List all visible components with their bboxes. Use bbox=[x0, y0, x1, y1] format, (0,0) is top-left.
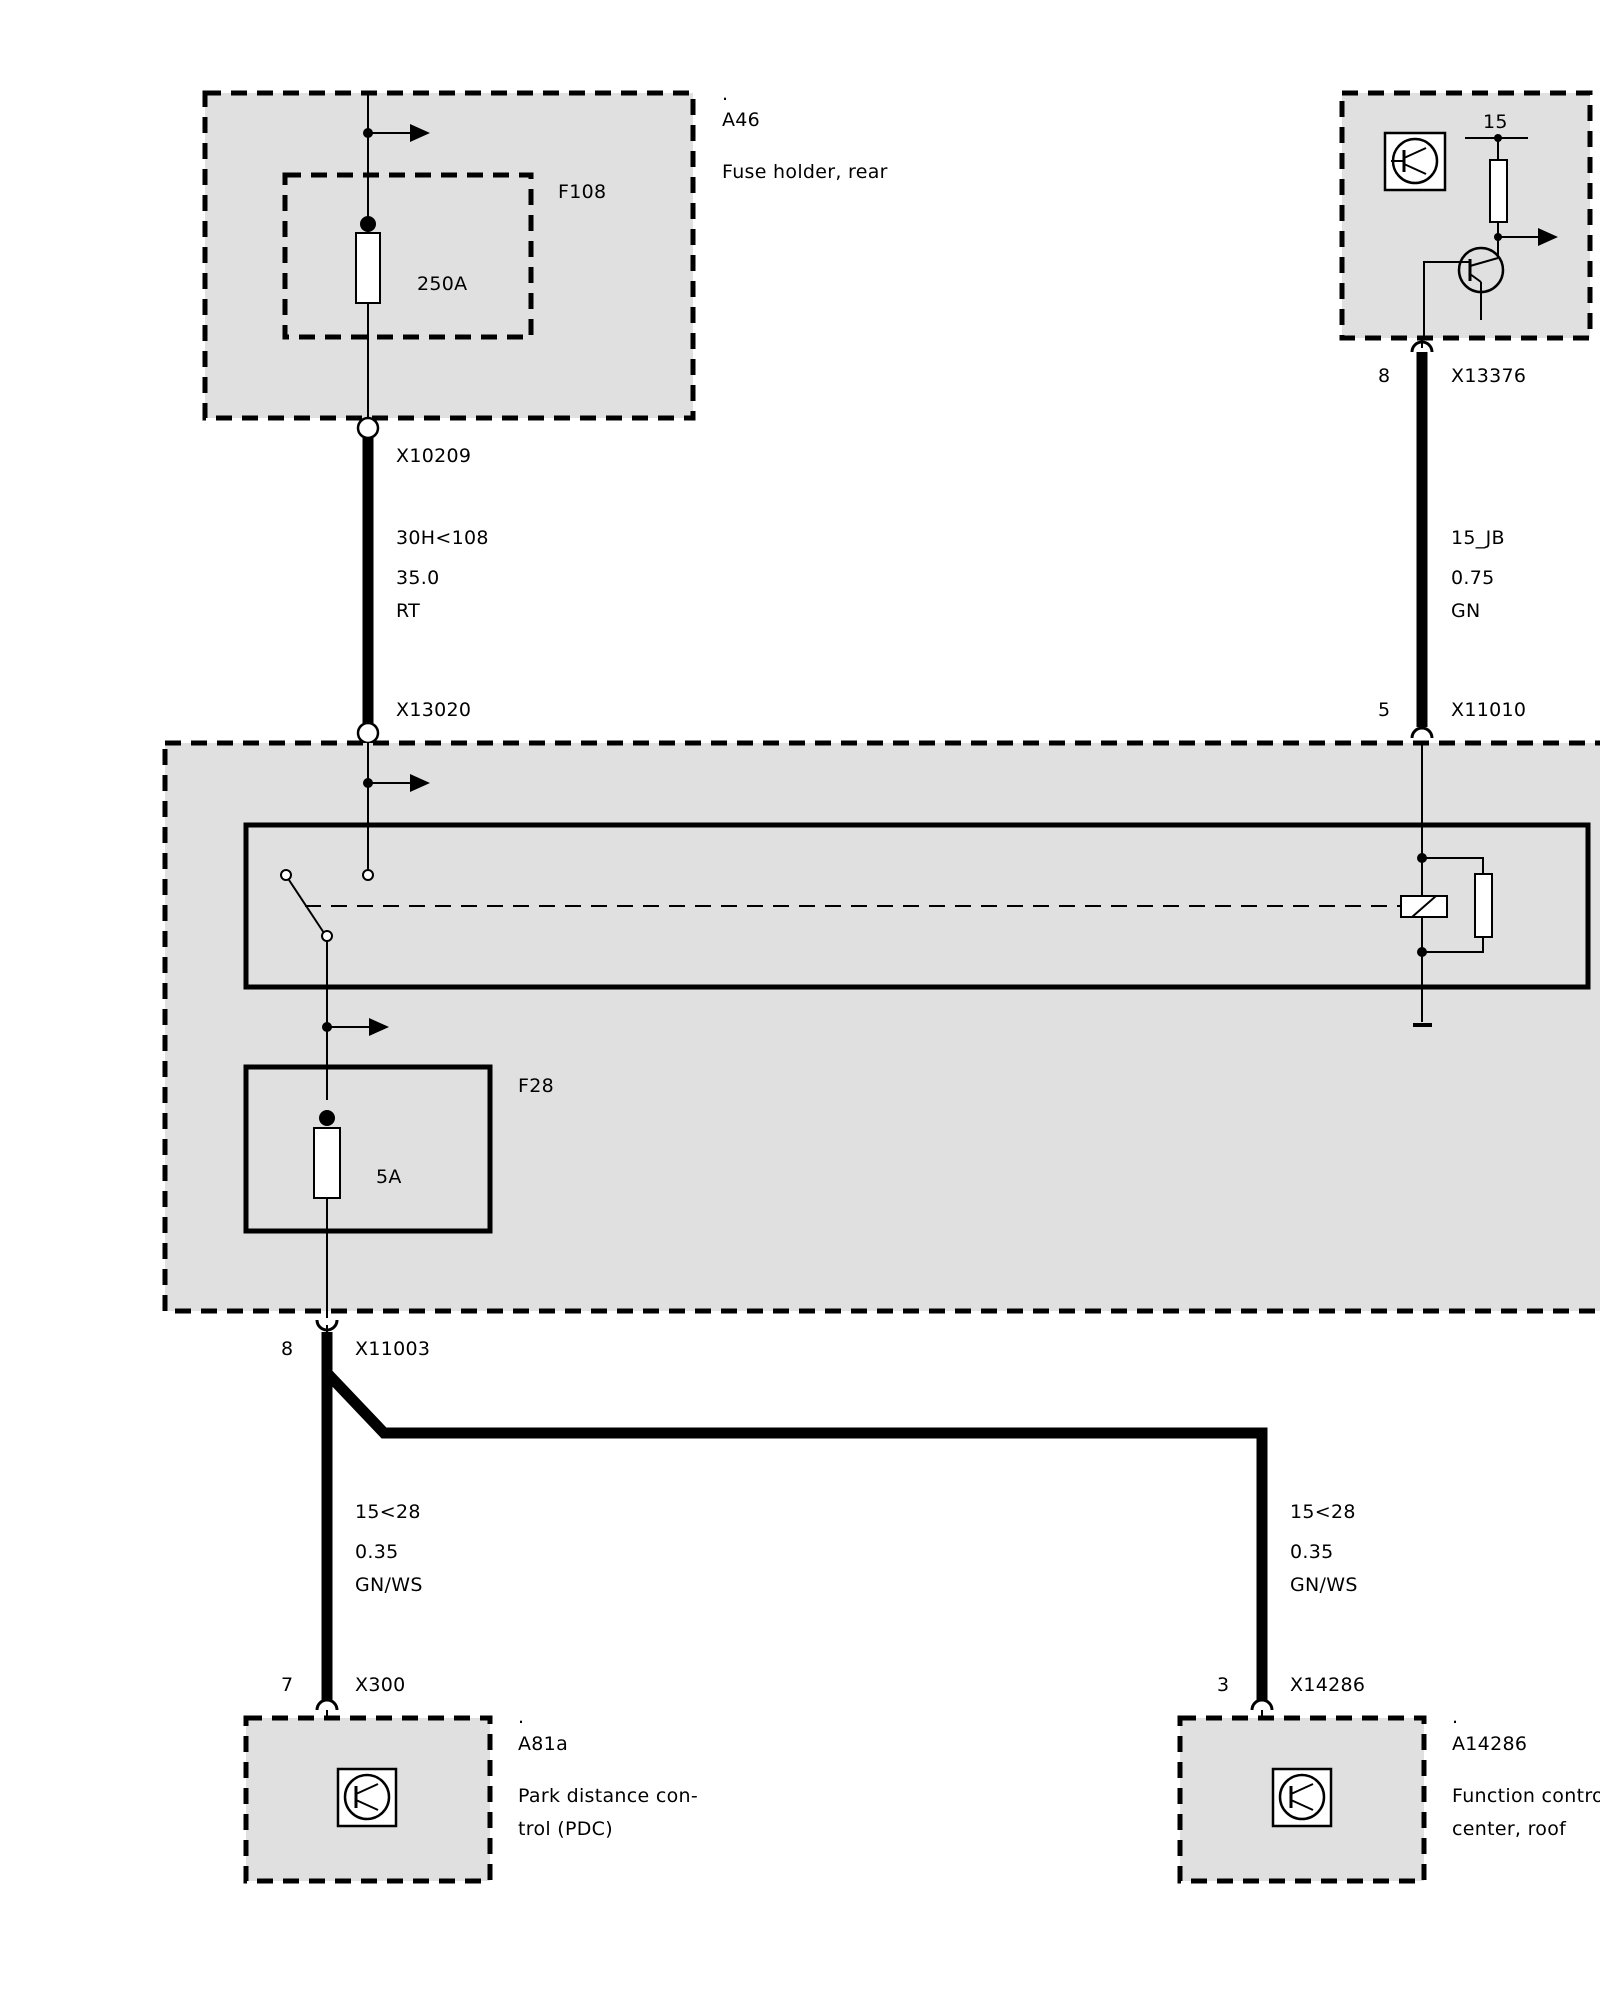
ecu-symbol-emitter bbox=[1403, 163, 1427, 175]
a81a-desc-line1: Park distance con- bbox=[518, 1785, 698, 1807]
fuse-holder-box bbox=[202, 90, 696, 421]
pdc-icon-emitter bbox=[355, 1799, 379, 1811]
fuse-f108-icon bbox=[355, 232, 381, 304]
wire-15-left-color: GN/WS bbox=[355, 1574, 423, 1596]
connector-x300-label: X300 bbox=[355, 1674, 405, 1696]
resistor-icon bbox=[1489, 159, 1508, 223]
wire-30h-signal: 30H<108 bbox=[396, 527, 489, 549]
ecu-symbol-icon bbox=[1383, 131, 1447, 192]
wire-15jb-color: GN bbox=[1451, 600, 1481, 622]
fuse-f28-rating: 5A bbox=[376, 1166, 402, 1188]
connector-x10209-label: X10209 bbox=[396, 445, 471, 467]
transistor-emitter bbox=[1469, 273, 1482, 283]
fuse-f28-icon bbox=[313, 1127, 341, 1199]
connector-x300-pin: 7 bbox=[281, 1674, 293, 1696]
wire-15jb-signal: 15_JB bbox=[1451, 527, 1505, 549]
fuse-f108-box bbox=[282, 172, 534, 340]
junction-box bbox=[162, 740, 1600, 1314]
output-arrow-icon bbox=[1538, 228, 1558, 246]
relay-contact-pivot-icon bbox=[280, 869, 292, 881]
connector-x13020-icon bbox=[356, 721, 380, 745]
connector-x13020-label: X13020 bbox=[396, 699, 471, 721]
wire-15-right-signal: 15<28 bbox=[1290, 1501, 1356, 1523]
roof-module-icon-circle bbox=[1278, 1773, 1326, 1821]
branch-arrow-icon bbox=[410, 124, 430, 142]
fuse-f28-terminal-dot bbox=[319, 1110, 335, 1126]
relay-contact-fixed-icon bbox=[362, 869, 374, 881]
fuse-f28-label: F28 bbox=[518, 1075, 554, 1097]
connector-x13376-label: X13376 bbox=[1451, 365, 1526, 387]
a14286-id: A14286 bbox=[1452, 1733, 1527, 1755]
roof-icon-emitter bbox=[1290, 1799, 1314, 1811]
a81a-dot: . bbox=[518, 1706, 524, 1728]
roof-module-icon bbox=[1271, 1767, 1333, 1828]
connector-x300-icon bbox=[315, 1698, 339, 1711]
fuse-f108-label: F108 bbox=[558, 181, 606, 203]
terminal-15-label: 15 bbox=[1483, 111, 1508, 133]
connector-x11010-label: X11010 bbox=[1451, 699, 1526, 721]
a14286-dot: . bbox=[1452, 1706, 1458, 1728]
connector-x10209-icon bbox=[356, 416, 380, 440]
connector-x14286-icon bbox=[1250, 1698, 1274, 1711]
wire-30h-size: 35.0 bbox=[396, 567, 440, 589]
suppressor-loop-return bbox=[1422, 937, 1484, 953]
a46-dot: . bbox=[722, 83, 728, 105]
pdc-module-icon-circle bbox=[343, 1773, 391, 1821]
branch-arrow-relay-icon bbox=[410, 774, 430, 792]
branch-arrow-f28-icon bbox=[369, 1018, 389, 1036]
a81a-desc-line2: trol (PDC) bbox=[518, 1818, 613, 1840]
connector-x14286-pin: 3 bbox=[1217, 1674, 1229, 1696]
wire-15-left-signal: 15<28 bbox=[355, 1501, 421, 1523]
fuse-terminal-dot bbox=[360, 216, 376, 232]
wire-15-right-color: GN/WS bbox=[1290, 1574, 1358, 1596]
connector-x11003-label: X11003 bbox=[355, 1338, 430, 1360]
connector-x11010-pin: 5 bbox=[1378, 699, 1390, 721]
ecu-symbol-collector bbox=[1403, 147, 1427, 159]
connector-x14286-label: X14286 bbox=[1290, 1674, 1365, 1696]
a14286-desc-line1: Function control bbox=[1452, 1785, 1600, 1807]
wire-15jb-size: 0.75 bbox=[1451, 567, 1495, 589]
roof-icon-collector bbox=[1290, 1783, 1314, 1795]
pdc-module-icon bbox=[336, 1767, 398, 1828]
connector-x13376-pin: 8 bbox=[1378, 365, 1390, 387]
suppressor-resistor-icon bbox=[1474, 873, 1493, 938]
a46-description: Fuse holder, rear bbox=[722, 161, 888, 183]
wire-30h-color: RT bbox=[396, 600, 420, 622]
suppressor-loop bbox=[1422, 857, 1484, 874]
a14286-desc-line2: center, roof bbox=[1452, 1818, 1567, 1840]
wire-15-right-size: 0.35 bbox=[1290, 1541, 1334, 1563]
connector-x11010-icon bbox=[1410, 726, 1434, 739]
transistor-base-lead bbox=[1423, 261, 1470, 338]
fuse-f108-rating: 250A bbox=[417, 273, 467, 295]
relay-box bbox=[243, 822, 1591, 990]
wire-15-left-size: 0.35 bbox=[355, 1541, 399, 1563]
pdc-icon-collector bbox=[355, 1783, 379, 1795]
fuse-f28-box bbox=[243, 1064, 493, 1234]
connector-x11003-pin: 8 bbox=[281, 1338, 293, 1360]
control-unit-top-right-box bbox=[1339, 90, 1593, 341]
wire-15-right bbox=[323, 1369, 1268, 1700]
relay-contact-output-icon bbox=[321, 930, 333, 942]
transistor-collector bbox=[1469, 257, 1499, 267]
a46-id: A46 bbox=[722, 109, 760, 131]
relay-coil-slash bbox=[1411, 895, 1437, 918]
a81a-id: A81a bbox=[518, 1733, 568, 1755]
